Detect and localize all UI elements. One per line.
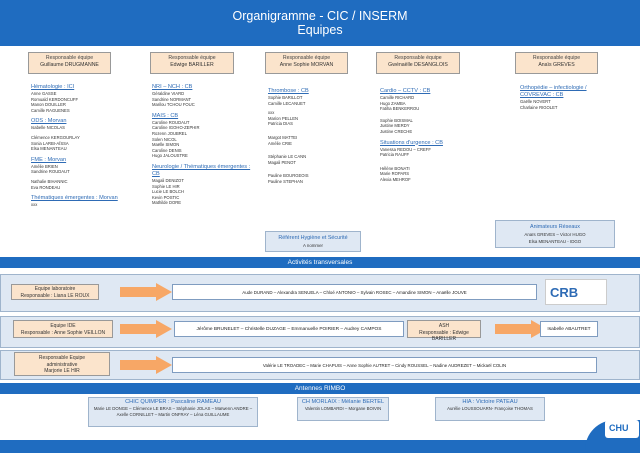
team-title[interactable]: Thématiques émergentes : Morvan xyxy=(31,195,118,202)
crb-logo: CRB xyxy=(545,279,607,305)
responsable-4: Responsable équipe Gwénaëlle DESANGLOIS xyxy=(376,52,460,74)
responsable-3: Responsable équipe Anne Sophie MORVAN xyxy=(265,52,348,74)
team-title[interactable]: FME : Morvan xyxy=(31,156,67,163)
team-title[interactable]: Thrombose : CB xyxy=(268,88,309,94)
arrow-right-icon xyxy=(120,320,172,338)
team-title[interactable]: MAIS : CB xyxy=(152,112,179,119)
rimbo-morlaix-box: CH MORLAIX : Mélanie BERTEL Valentin LOM… xyxy=(297,397,389,421)
labo-members-box: Aude DURAND – Alexandra SENUELA – Chloé … xyxy=(172,284,537,300)
animateurs-reseaux-box: Animateurs Réseaux Anaïs GREVES – Victor… xyxy=(495,220,615,248)
team-title[interactable]: Situations d'urgence : CB xyxy=(380,139,443,146)
team-title[interactable]: ODS : Morvan xyxy=(31,118,67,125)
activites-transversales-band: Activités transversales xyxy=(0,257,640,268)
page-subtitle: Equipes xyxy=(297,23,343,37)
responsable-2: Responsable équipe Edwige BARILLER xyxy=(150,52,234,74)
rimbo-hia-box: HIA : Victoire PATEAU Aurélie LOUSSOUARN… xyxy=(435,397,545,421)
footer-band xyxy=(0,440,640,453)
hygiene-referent-box: Référent Hygiène et Sécurité A nommer xyxy=(265,231,361,252)
antennes-rimbo-band: Antennes RIMBO xyxy=(0,383,640,394)
arrow-right-icon xyxy=(120,283,172,301)
arrow-right-icon xyxy=(495,320,547,338)
team-title[interactable]: Cardio – CCTV : CB xyxy=(380,88,431,94)
rimbo-quimper-box: CHIC QUIMPER : Pascaline RAMEAU Marie LE… xyxy=(88,397,258,427)
ide-members-box: Jérôme BRUNELET – Christelle DUZAGE – Em… xyxy=(174,321,404,337)
team-title[interactable]: Neurologie / Thématiques émergentes : CB xyxy=(152,163,251,177)
responsable-1: Responsable équipe Guillaume DRUGMANNE xyxy=(28,52,111,74)
page-title: Organigramme - CIC / INSERM xyxy=(232,9,408,23)
team-title[interactable]: NRI – NCH : CB xyxy=(152,84,193,90)
responsable-5: Responsable équipe Anaïs GREVES xyxy=(515,52,598,74)
arrow-right-icon xyxy=(120,356,172,374)
team-column-5: Orthopédie – infectiologie / COVREVAC : … xyxy=(520,85,610,110)
team-title[interactable]: Orthopédie – infectiologie / COVREVAC : … xyxy=(520,85,587,98)
ash-member-box: Isabelle ABAUTRET xyxy=(540,321,598,337)
team-title[interactable]: Hématologie : ICI xyxy=(31,84,75,90)
admin-members-box: Valérie LE TROADEC – Marie CHAPUIS – Ann… xyxy=(172,357,597,373)
page-header: Organigramme - CIC / INSERM Equipes xyxy=(0,0,640,46)
chu-logo: CHU xyxy=(605,420,639,438)
